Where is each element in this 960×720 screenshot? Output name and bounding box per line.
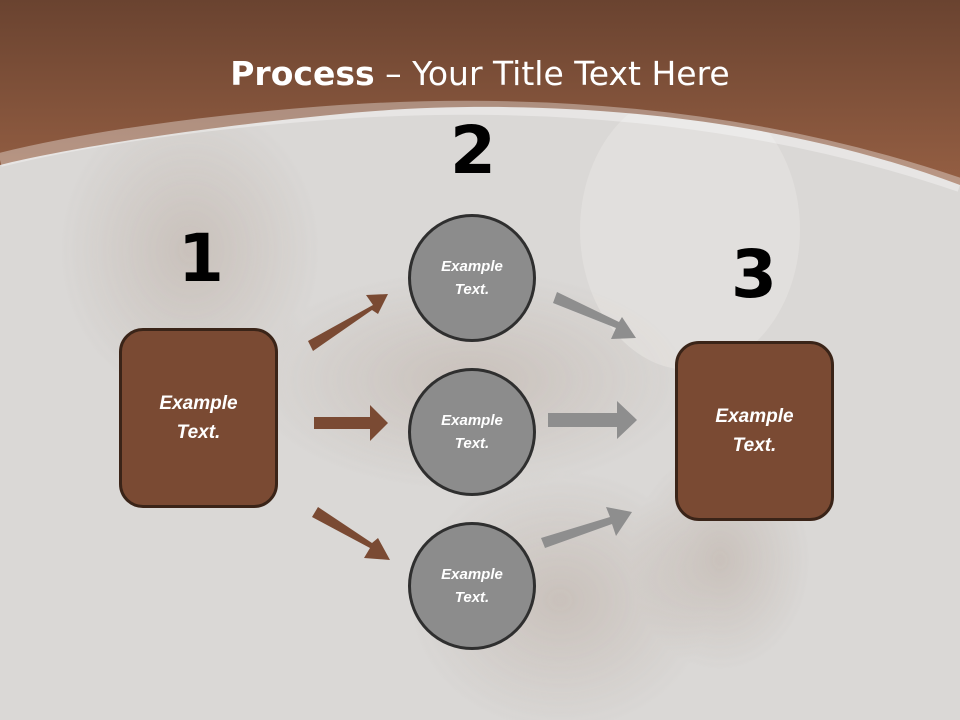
left-box-line1: Example — [159, 393, 238, 414]
circle-1[interactable]: Example Text. — [408, 214, 536, 342]
arrows-from-left-box — [308, 294, 390, 560]
arrows-to-right-box — [541, 292, 637, 548]
circle-2[interactable]: Example Text. — [408, 368, 536, 496]
right-box-line1: Example — [715, 406, 794, 427]
title-bold: Process — [230, 54, 375, 93]
step-number-2: 2 — [450, 112, 496, 189]
title-rest: – Your Title Text Here — [374, 54, 730, 93]
step-number-3: 3 — [731, 236, 777, 313]
circle-1-line2: Text. — [454, 281, 490, 298]
header-band — [0, 0, 960, 185]
left-box[interactable]: Example Text. — [119, 328, 278, 508]
right-box[interactable]: Example Text. — [675, 341, 834, 521]
circle-2-line2: Text. — [454, 435, 490, 452]
arrow-to-circle-3 — [312, 507, 390, 560]
circle-1-line1: Example — [441, 258, 503, 275]
slide-title: Process – Your Title Text Here — [0, 54, 960, 93]
circle-3-line2: Text. — [454, 589, 490, 606]
circle-3[interactable]: Example Text. — [408, 522, 536, 650]
step-number-1: 1 — [178, 220, 224, 297]
right-box-line2: Text. — [732, 435, 777, 456]
arrow-to-circle-1 — [308, 294, 388, 351]
arrow-from-circle-3 — [541, 507, 632, 548]
circle-3-line1: Example — [441, 566, 503, 583]
header-curve — [0, 100, 960, 192]
arrow-from-circle-1 — [553, 292, 636, 339]
arrow-to-circle-2 — [314, 405, 388, 441]
left-box-line2: Text. — [176, 422, 221, 443]
arrow-from-circle-2 — [548, 401, 637, 439]
circle-2-line1: Example — [441, 412, 503, 429]
